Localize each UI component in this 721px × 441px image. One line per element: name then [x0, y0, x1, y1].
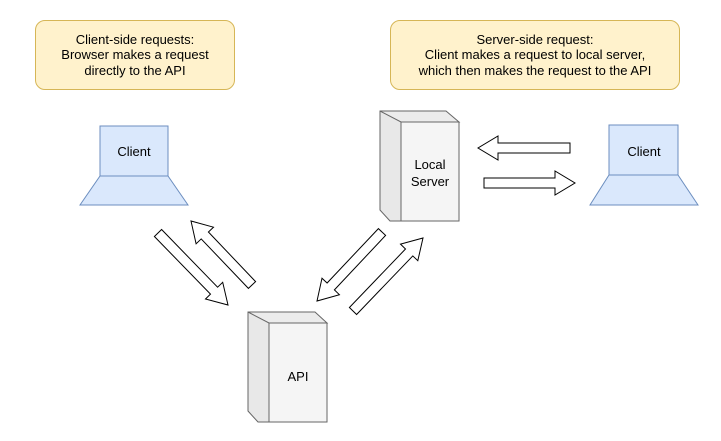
- api-side: [247, 311, 270, 423]
- arrow-api-to-left-client: [190, 220, 257, 290]
- local-server-label-line2: Server: [411, 174, 450, 189]
- right-client-keyboard: [589, 174, 699, 206]
- client-side-note-text: Client-side requests: Browser makes a re…: [61, 31, 209, 78]
- server-side-note: Server-side request: Client makes a requ…: [390, 20, 680, 90]
- client-side-note: Client-side requests: Browser makes a re…: [35, 20, 235, 90]
- left-client-laptop: Client: [79, 125, 189, 206]
- arrows-group: [153, 135, 576, 316]
- local-server-label-line1: Local: [414, 157, 445, 172]
- right-client-laptop: Client: [589, 124, 699, 206]
- arrow-left-client-to-api: [153, 228, 229, 306]
- local-server-side: [379, 110, 402, 222]
- left-client-keyboard: [79, 175, 189, 206]
- server-side-note-text: Server-side request: Client makes a requ…: [418, 31, 652, 78]
- arrow-local-server-to-right-client: [483, 170, 576, 196]
- arrow-api-to-local-server: [348, 237, 424, 316]
- local-server-box: Local Server: [379, 110, 461, 222]
- right-client-label: Client: [627, 144, 661, 159]
- api-front: [268, 322, 328, 423]
- arrow-right-client-to-local-server: [477, 135, 571, 161]
- api-box: API: [247, 311, 329, 423]
- api-label: API: [288, 369, 309, 384]
- local-server-front: [400, 121, 460, 222]
- left-client-label: Client: [117, 144, 151, 159]
- right-client-screen: [608, 124, 679, 176]
- left-client-screen: [99, 125, 169, 177]
- arrow-local-server-to-api: [316, 227, 387, 302]
